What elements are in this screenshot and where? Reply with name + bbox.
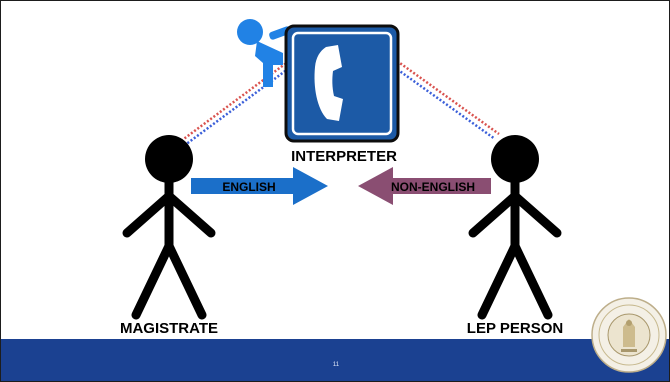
english-arrow-label: ENGLISH [222, 180, 275, 194]
lep-person-label: LEP PERSON [467, 320, 563, 337]
english-arrow: ENGLISH [191, 167, 328, 205]
phone-sign [284, 24, 400, 143]
right-connection-line [393, 59, 500, 141]
interpreter-label: INTERPRETER [291, 148, 397, 165]
magistrate-label: MAGISTRATE [120, 320, 218, 337]
magistrate-figure-icon [122, 135, 216, 320]
lep-person-figure-icon [468, 135, 562, 320]
non-english-arrow: NON-ENGLISH [358, 167, 491, 205]
interpreter-figure-icon [237, 19, 291, 87]
page-number: 11 [332, 362, 340, 368]
footer-bar [1, 339, 669, 381]
phone-icon [314, 45, 343, 121]
left-connection-line [180, 59, 293, 147]
non-english-arrow-label: NON-ENGLISH [391, 180, 475, 194]
court-seal-icon [591, 297, 667, 373]
